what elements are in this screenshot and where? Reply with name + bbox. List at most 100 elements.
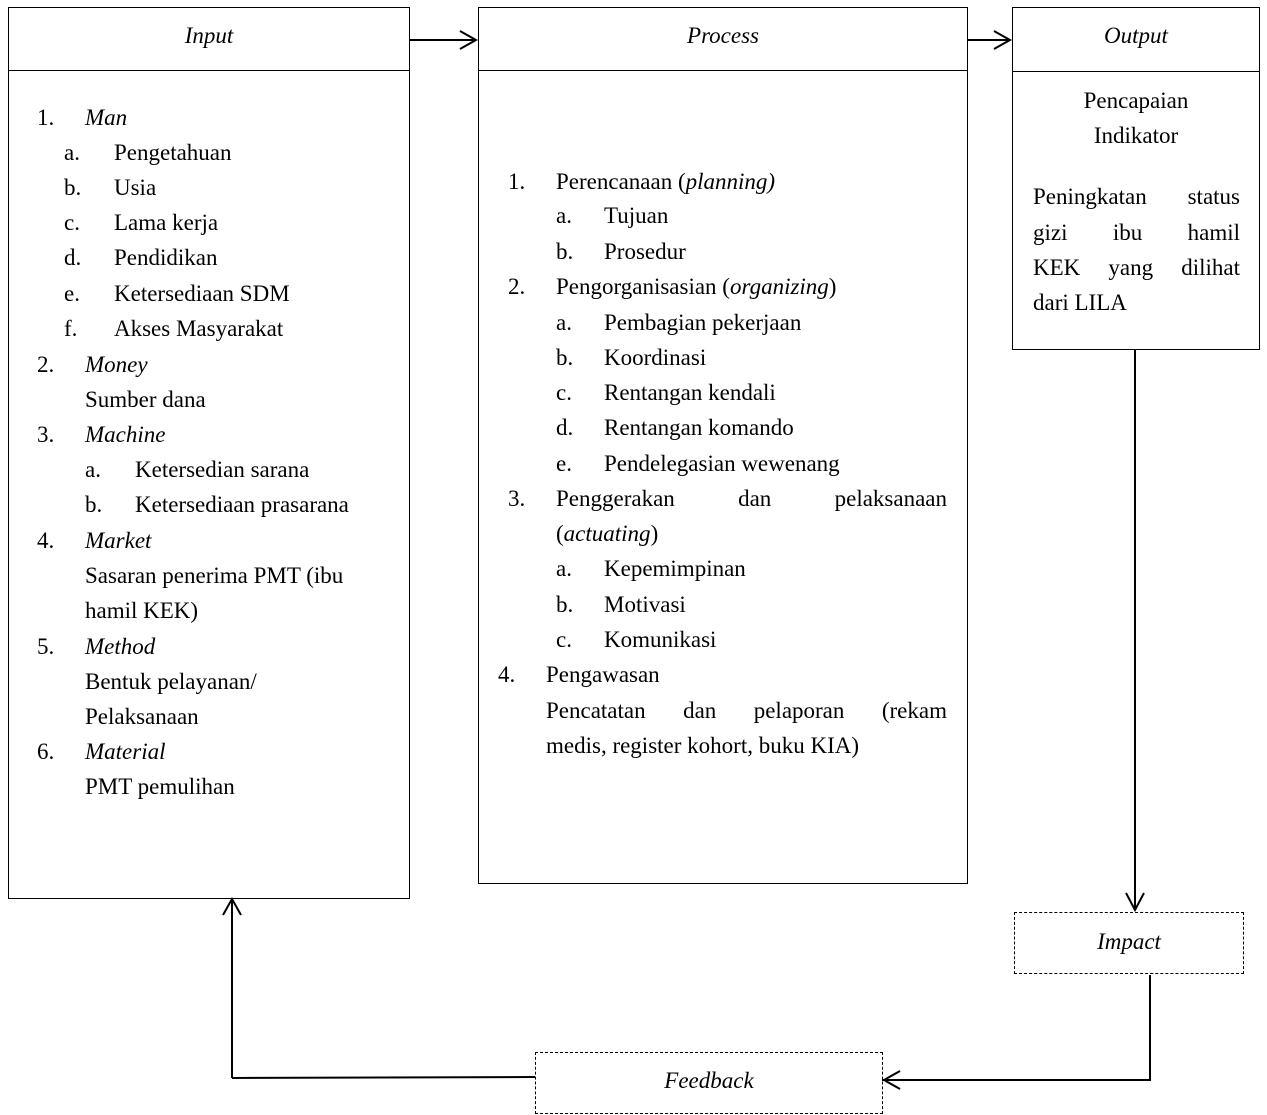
input-sub-text: Pendidikan [114,245,218,270]
output-desc-line: Peningkatan status [1033,185,1240,208]
process-item-2-num: 2. [508,274,526,299]
process-title: Process [687,23,759,48]
process-item-4-label: Pengawasan [546,662,660,687]
input-item-5-num: 5. [37,634,55,659]
feedback-title: Feedback [664,1068,754,1093]
process-sub-text: Koordinasi [604,345,707,370]
process-item-1-label-text: Perencanaan ( [556,169,686,194]
process-item-3-num: 3. [508,486,526,511]
output-desc-line: KEK yang dilihat [1033,256,1240,279]
process-sub-letter: d. [556,415,574,440]
input-item-5-label: Method [85,634,156,659]
input-sub-text: Ketersediaan SDM [114,281,290,306]
process-item-4-word: Pencatatan [546,698,646,723]
output-desc-word: gizi [1033,220,1068,245]
input-item-6-label: Material [85,739,166,764]
process-item-2-label-text: Pengorganisasian ( [556,274,730,299]
input-sub-text: Usia [114,175,157,200]
line-feedback-to-input [231,1076,536,1079]
input-item-4-num: 4. [37,528,55,553]
process-sub-text: Pembagian pekerjaan [604,310,802,335]
arrow-impact-to-feedback [882,975,1151,1081]
process-sub-text: Tujuan [604,203,669,228]
process-sub-letter: a. [556,203,572,228]
output-body-box [1012,71,1260,350]
process-item-3-label-line2: (actuating) [556,522,658,545]
input-sub-text: Lama kerja [114,210,219,235]
process-item-3-word: pelaksanaan [834,486,947,511]
arrowhead-output [993,30,1013,50]
arrowhead-input [222,896,242,916]
process-sub-text: Pendelegasian wewenang [604,451,840,476]
input-sub-letter: c. [64,210,80,235]
process-item-4-word: pelaporan [753,698,845,723]
output-desc-word: dilihat [1181,255,1240,280]
process-item-1-label-italic: planning) [685,169,776,194]
process-item-3-paren-close: ) [650,521,659,546]
process-sub-letter: b. [556,239,574,264]
process-item-3-label-justified: Penggerakan dan pelaksanaan [556,487,947,510]
input-item-4-detail: hamil KEK) [85,598,199,623]
input-body-box [8,70,410,899]
input-item-6-detail: PMT pemulihan [85,774,235,799]
input-sub-letter: a. [85,457,101,482]
process-item-3-word: Penggerakan [556,486,675,511]
process-item-2-label: Pengorganisasian (organizing) [556,275,836,298]
process-sub-text: Motivasi [604,592,686,617]
process-sub-letter: b. [556,345,574,370]
input-item-1-num: 1. [37,105,55,130]
input-sub-text: Akses Masyarakat [114,316,284,341]
input-sub-letter: f. [64,316,78,341]
process-sub-letter: a. [556,310,572,335]
impact-box [1014,912,1244,974]
arrowhead-impact [1125,892,1145,913]
input-item-4-detail: Sasaran penerima PMT (ibu [85,563,344,588]
input-item-4-label: Market [85,528,152,553]
output-desc-last: dari LILA [1033,290,1127,315]
input-sub-text: Ketersedian sarana [135,457,310,482]
arrowhead-feedback [881,1070,901,1090]
arrowhead-process [459,30,479,50]
input-item-2-num: 2. [37,352,55,377]
process-sub-text: Komunikasi [604,627,717,652]
input-sub-letter: d. [64,245,82,270]
input-item-2-detail: Sumber dana [85,387,206,412]
process-item-4-word: (rekam [881,698,947,723]
process-sub-letter: c. [556,380,572,405]
output-title: Output [1104,23,1168,48]
process-body-box [478,70,968,884]
process-item-4-detail-justified: Pencatatan dan pelaporan (rekam [546,699,947,722]
process-sub-letter: b. [556,592,574,617]
process-item-3-paren-open: ( [556,521,564,546]
process-item-4-word: dan [683,698,717,723]
output-desc-word: yang [1108,255,1154,280]
process-sub-text: Kepemimpinan [604,556,746,581]
process-sub-letter: c. [556,627,572,652]
process-item-3-word: dan [738,486,772,511]
process-item-1-num: 1. [508,169,526,194]
input-sub-letter: b. [85,492,103,517]
process-item-1-label: Perencanaan (planning) [556,170,775,193]
process-sub-letter: e. [556,451,572,476]
output-desc-word: hamil [1187,220,1240,245]
output-indicator-line: Pencapaian [1083,88,1189,113]
input-sub-text: Ketersediaan prasarana [135,492,349,517]
input-sub-letter: a. [64,140,80,165]
feedback-box [535,1052,883,1114]
process-sub-text: Rentangan kendali [604,380,776,405]
input-sub-text: Pengetahuan [114,140,232,165]
impact-title: Impact [1097,929,1161,954]
output-desc-line: gizi ibu hamil [1033,221,1240,244]
input-sub-letter: b. [64,175,82,200]
process-sub-letter: a. [556,556,572,581]
output-desc-word: Peningkatan [1033,184,1147,209]
output-indicator-line: Indikator [1093,123,1179,148]
output-desc-word: ibu [1112,220,1143,245]
process-item-2-label-italic: organizing [729,274,829,299]
process-sub-text: Prosedur [604,239,686,264]
process-sub-text: Rentangan komando [604,415,794,440]
output-desc-word: status [1187,184,1240,209]
input-title: Input [184,23,234,48]
process-item-3-label-italic: actuating [563,521,651,546]
